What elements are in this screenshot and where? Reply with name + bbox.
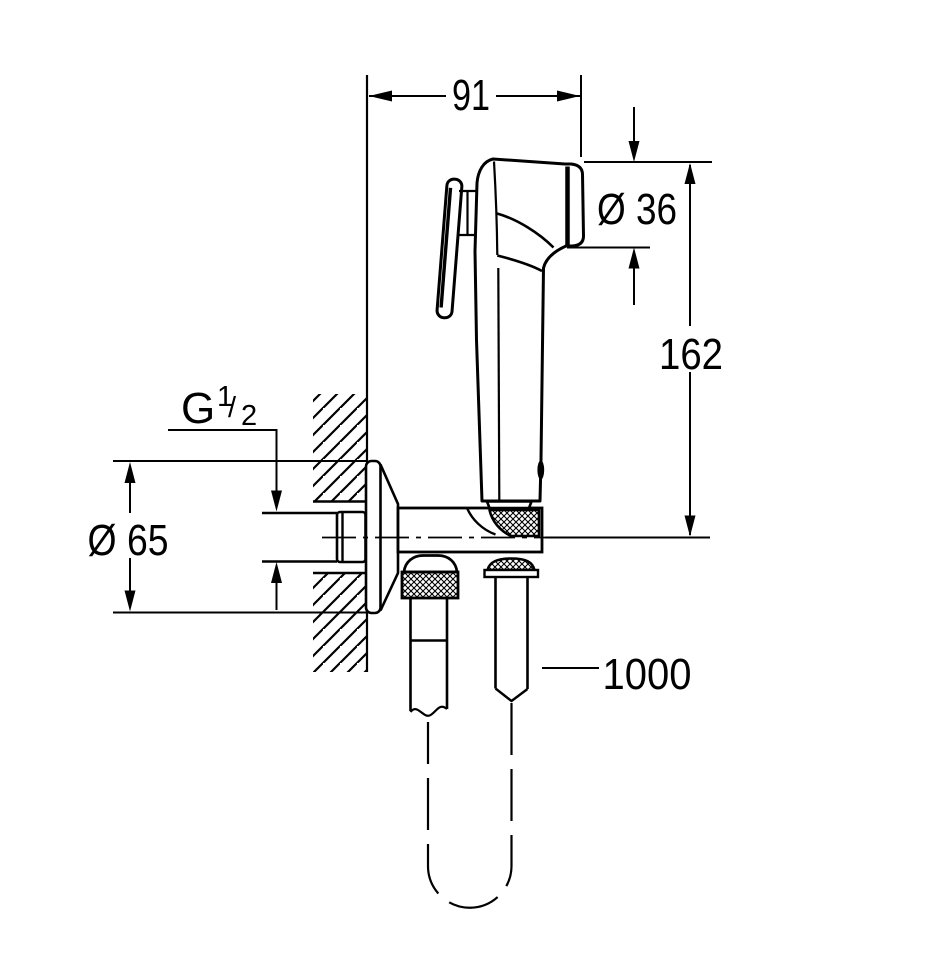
- handle-end-cap: [485, 500, 534, 510]
- wall-hatch-lower: [313, 573, 366, 672]
- wall-section: [313, 75, 369, 672]
- dimension-hose-length-1000: 1000: [542, 650, 692, 699]
- wall-hatch-upper: [313, 394, 366, 501]
- hose-connections: [400, 554, 540, 717]
- hose-cone-nut: [488, 508, 541, 538]
- arrowhead-up: [124, 462, 136, 483]
- dim-hose-length-label: 1000: [603, 650, 692, 699]
- supply-pipe: [262, 511, 337, 563]
- left-tube-break-line: [409, 705, 448, 717]
- hose-upper-section: [494, 577, 529, 689]
- hand-shower: [435, 157, 585, 538]
- right-cap-plate: [483, 568, 540, 579]
- dimension-escutcheon-diameter-65: Ø 65: [88, 460, 366, 614]
- arrowhead-up: [684, 163, 696, 184]
- dimension-thread-g12: G 1 / 2: [168, 381, 282, 610]
- dimension-height-162: 162: [545, 163, 723, 539]
- arrowhead-down: [124, 590, 136, 612]
- dim-head-diameter-label: Ø 36: [597, 185, 677, 234]
- arrowhead-down: [628, 141, 640, 162]
- dimension-head-diameter-36: Ø 36: [567, 107, 712, 305]
- dimension-width-91: 91: [369, 71, 582, 157]
- dim-width-label: 91: [452, 71, 490, 120]
- dim-height-label: 162: [659, 330, 723, 379]
- arrowhead-up: [628, 247, 640, 269]
- neck-curve-lower: [496, 254, 543, 273]
- handle-clip-detail: [537, 460, 545, 480]
- arrowhead-right: [557, 90, 580, 102]
- hose-end-chevron: [494, 687, 529, 703]
- dim-escutcheon-diameter-label: Ø 65: [88, 516, 169, 565]
- right-knurled-dome: [485, 557, 537, 572]
- thread-size-slash: /: [228, 392, 237, 424]
- arrowhead-left: [369, 90, 392, 102]
- arrowhead-up: [271, 562, 282, 583]
- neck-curve-upper: [496, 212, 555, 249]
- hose-loop-phantom: [426, 703, 513, 909]
- wall-hole-edges: [313, 500, 366, 575]
- handle-front-edge: [497, 267, 501, 501]
- arrowhead-down: [684, 515, 696, 537]
- head-cap-seam: [492, 161, 499, 256]
- head-outline: [473, 157, 585, 503]
- lever-edge-highlight: [439, 187, 453, 308]
- left-tube: [409, 598, 449, 711]
- thread-size-denominator: 2: [241, 400, 257, 432]
- arrowhead-down: [271, 490, 282, 512]
- holder-cradle-edge: [465, 507, 496, 536]
- thread-size-numerator: 1: [217, 381, 233, 413]
- shower-lever: [435, 177, 464, 320]
- left-union-dome: [402, 554, 459, 574]
- leader-line: [168, 429, 278, 493]
- thread-size-base: G: [181, 384, 215, 433]
- lever-pivot-bracket: [459, 189, 476, 237]
- left-knurled-nut: [400, 570, 460, 600]
